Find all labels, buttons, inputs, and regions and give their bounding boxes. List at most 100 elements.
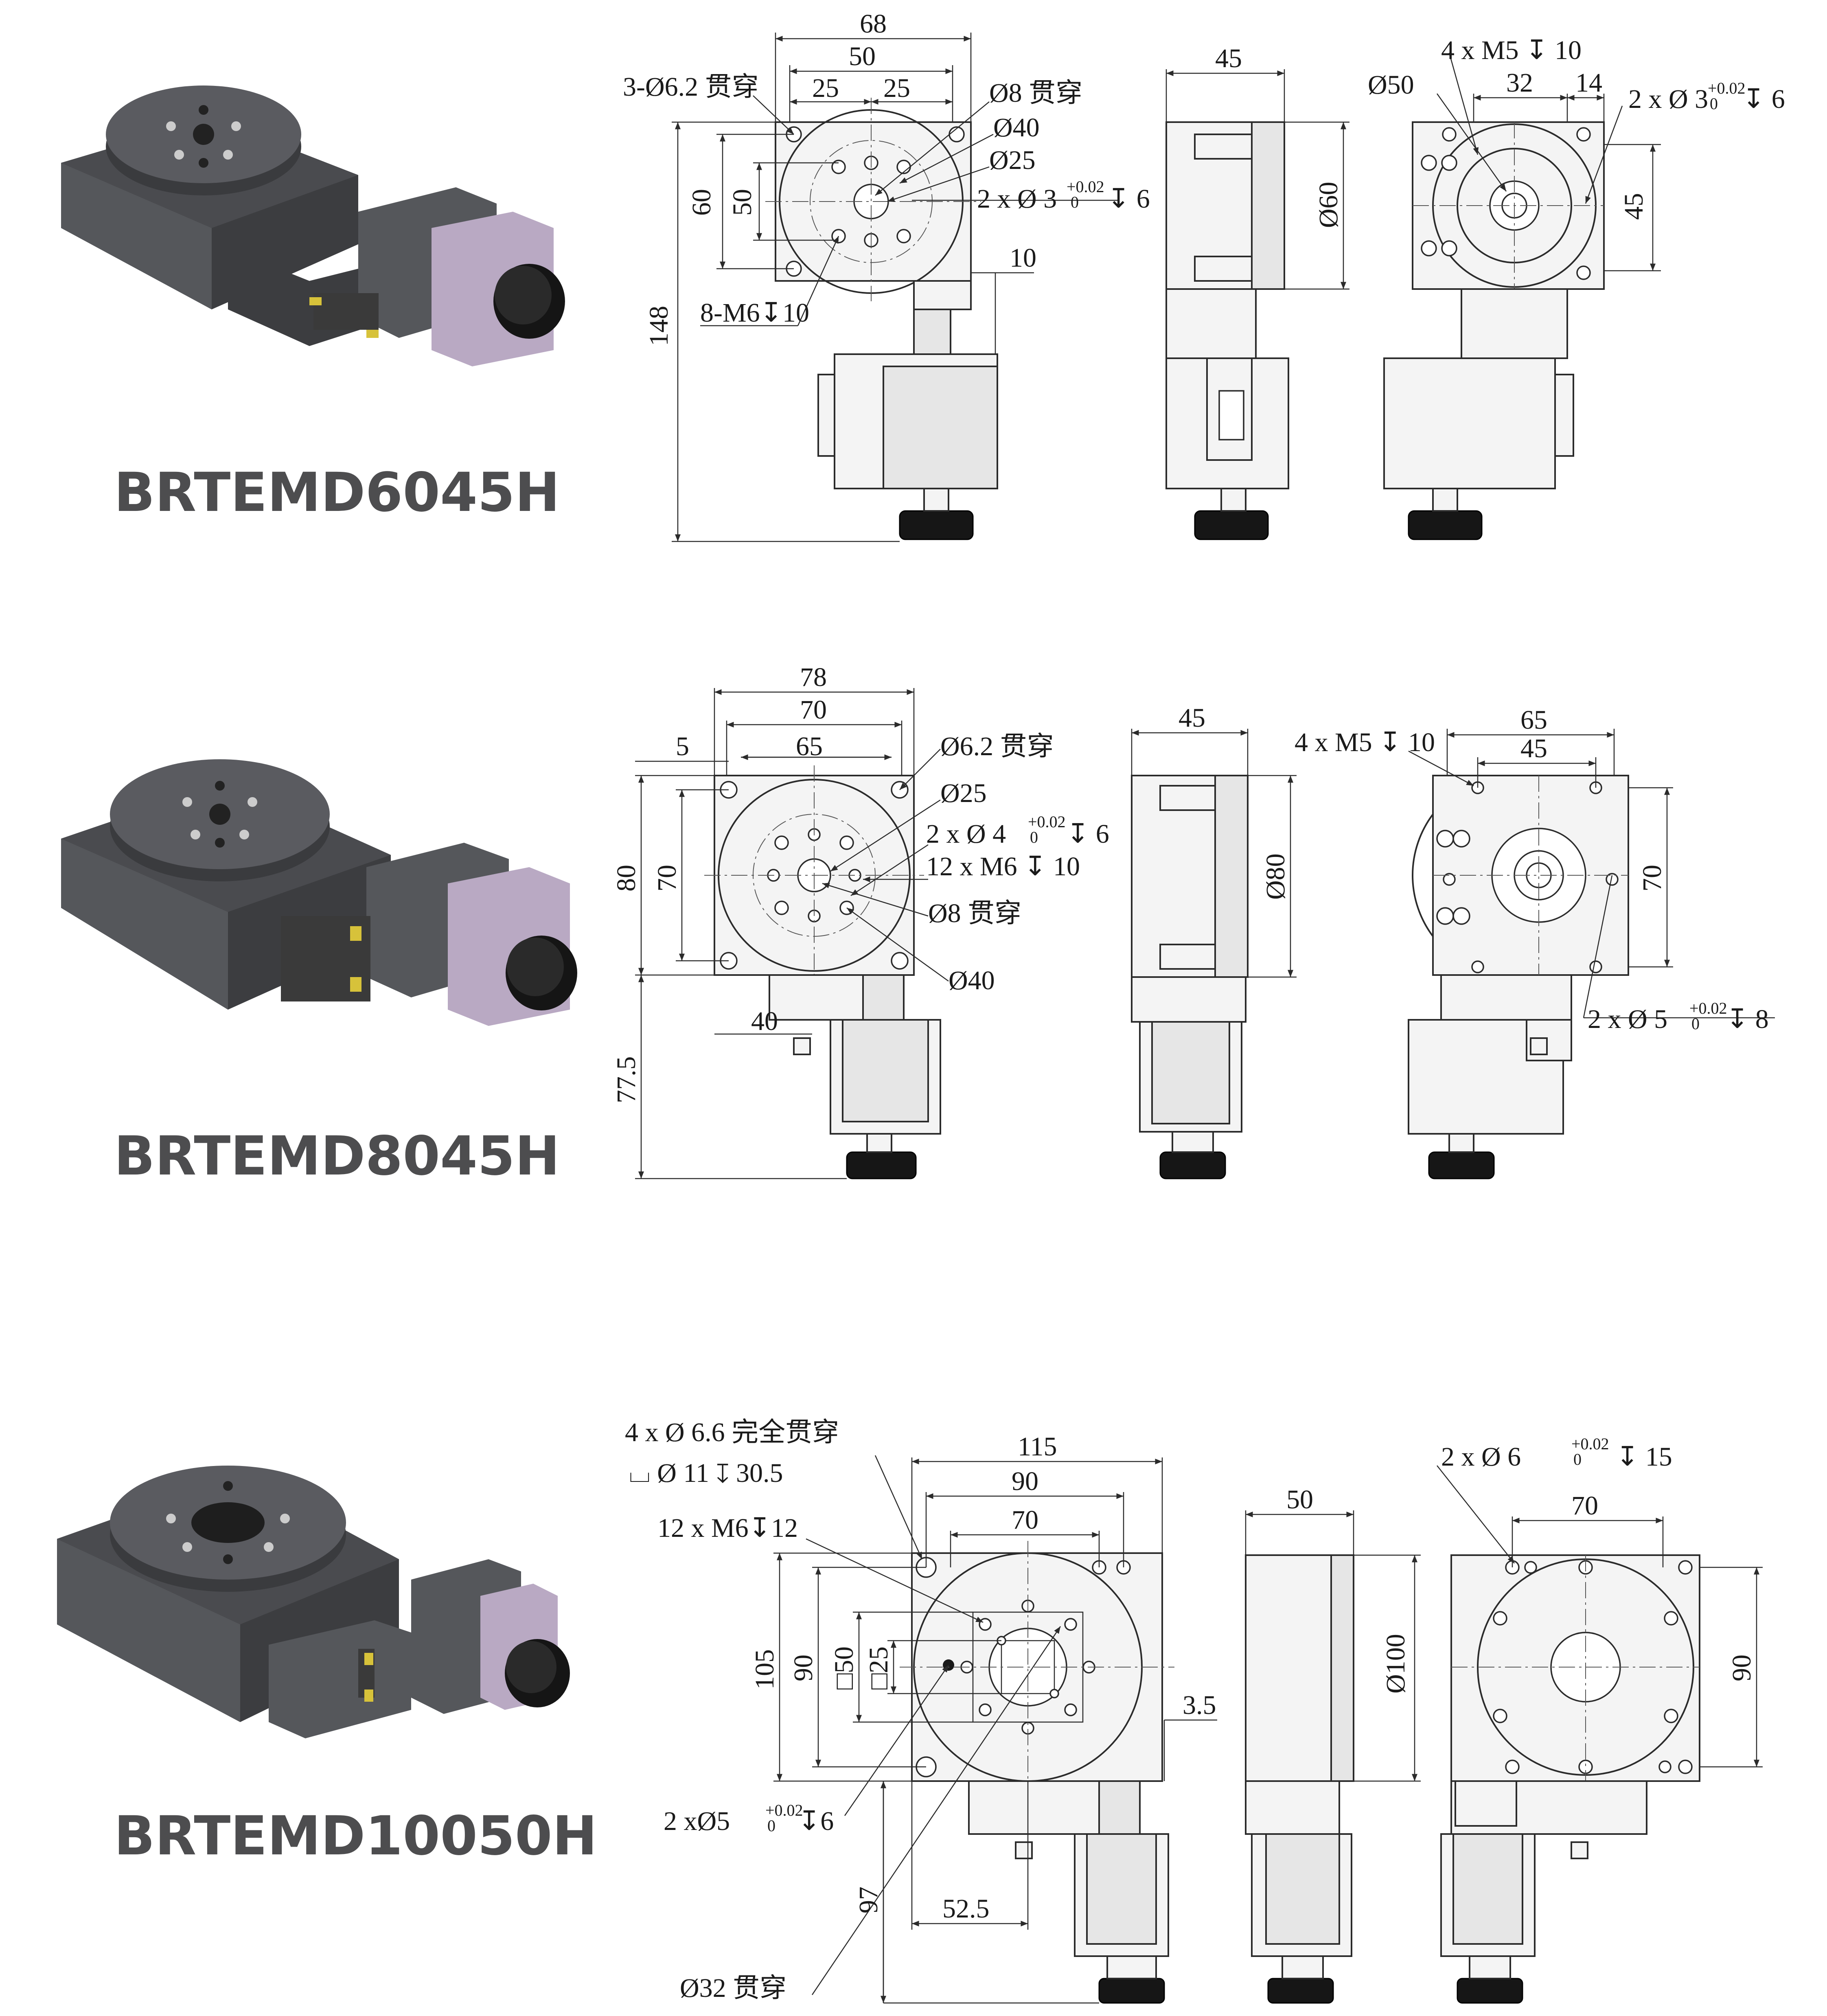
fit-callout-prefix: 2 x Ø 4: [926, 819, 1006, 849]
top-view-3: 115 90 70 105 90 □50 □25 3.5 97 52.5 4 x…: [625, 1418, 1217, 2004]
callout-label: 3-Ø6.2 贯穿: [623, 72, 759, 102]
dim-label: 40: [751, 1006, 778, 1036]
dim-label: 60: [687, 189, 716, 216]
fit-callout-depth: ↧ 15: [1616, 1442, 1672, 1472]
fit-callout-prefix: 2 xØ5: [664, 1806, 730, 1836]
fit-callout-prefix: 2 x Ø 6: [1441, 1442, 1521, 1472]
dim-label: 78: [800, 662, 827, 692]
callout-label: 12 x M6 ↧ 10: [926, 852, 1080, 881]
model-block-3: BRTEMD10050H: [57, 1418, 1763, 2004]
product-render-3: [57, 1466, 570, 1738]
callout-label: Ø40: [993, 113, 1040, 142]
fit-callout-tol-lower: 0: [1710, 94, 1718, 113]
dim-label: 105: [750, 1649, 780, 1689]
dim-label: □25: [864, 1646, 894, 1689]
dim-label: 5: [676, 732, 689, 761]
bottom-view-1: Ø50 32 14 45 4 x M5 ↧ 10 2 x Ø 3 +0.02 0…: [1368, 35, 1785, 540]
dim-label: 90: [789, 1654, 818, 1681]
product-render-1: [61, 85, 565, 366]
fit-callout-depth: ↧ 6: [1107, 184, 1150, 214]
callout-label: Ø40: [949, 966, 995, 995]
fit-callout-tol-lower: 0: [1573, 1450, 1582, 1468]
dim-label: 70: [1012, 1505, 1038, 1535]
dim-label: Ø60: [1314, 182, 1343, 228]
fit-callout-tol-upper: +0.02: [1689, 999, 1727, 1017]
fit-callout-prefix: 2 x Ø 5: [1588, 1004, 1667, 1034]
dim-label: 45: [1215, 44, 1242, 73]
dim-label: 45: [1179, 703, 1205, 733]
fit-callout-depth: ↧6: [798, 1806, 834, 1836]
product-render-2: [61, 759, 577, 1026]
side-view-1: 45 Ø60: [1165, 44, 1349, 540]
fit-callout-tol-upper: +0.02: [765, 1801, 803, 1819]
dim-label: 65: [1520, 705, 1547, 735]
dim-label: 50: [849, 42, 876, 71]
dim-label: 70: [1571, 1491, 1598, 1521]
callout-label: Ø32 贯穿: [680, 1973, 786, 2003]
callout-label: 12 x M6↧12: [657, 1513, 798, 1543]
fit-callout-depth: ↧ 6: [1742, 84, 1785, 114]
callout-label: Ø8 贯穿: [928, 898, 1021, 928]
fit-callout-tol-upper: +0.02: [1571, 1435, 1609, 1453]
fit-callout-tol-lower: 0: [1071, 193, 1079, 211]
bottom-view-2: 65 45 70 4 x M5 ↧ 10 2 x Ø 5 +0.02 0 ↧ 8: [1295, 705, 1775, 1179]
callout-label: 4 x Ø 6.6 完全贯穿: [625, 1418, 839, 1447]
top-view-2: 78 70 5 65 80 70 40 77.5 Ø6.2 贯穿 Ø25 12 …: [611, 662, 1109, 1179]
fit-callout-depth: ↧ 8: [1726, 1004, 1769, 1034]
dim-label: 10: [1010, 243, 1036, 273]
fit-callout-tol-upper: +0.02: [1067, 177, 1104, 196]
dim-label: 32: [1506, 68, 1533, 98]
fit-callout-depth: ↧ 6: [1067, 819, 1109, 849]
side-view-2: 45 Ø80: [1131, 703, 1297, 1179]
model-block-2: BRTEMD8045H: [61, 662, 1775, 1188]
callout-label: 4 x M5 ↧ 10: [1295, 728, 1435, 757]
dim-label: 14: [1575, 68, 1602, 98]
dim-label: 50: [727, 189, 757, 216]
model-name: BRTEMD6045H: [114, 461, 560, 524]
dim-label: 45: [1520, 734, 1547, 763]
callout-label: Ø25: [989, 145, 1036, 175]
dim-label: 90: [1012, 1466, 1038, 1496]
fit-callout-prefix: 2 x Ø 3: [1628, 84, 1708, 114]
dim-label: 50: [1286, 1485, 1313, 1514]
top-view-1: 68 50 25 25 60 50 148 10 3-Ø6.2 贯穿 Ø8 贯穿…: [623, 9, 1150, 542]
dim-label: 97: [854, 1887, 883, 1913]
dim-label: 25: [883, 73, 910, 103]
dim-label: 52.5: [942, 1894, 990, 1924]
dim-label: Ø80: [1261, 853, 1290, 900]
model-block-1: BRTEMD6045H: [61, 9, 1785, 542]
side-view-3: 50 Ø100: [1245, 1485, 1421, 2004]
dim-label: 25: [812, 73, 839, 103]
dim-label: 68: [860, 9, 887, 39]
dim-label: 90: [1727, 1654, 1757, 1681]
dim-label: 77.5: [611, 1056, 641, 1104]
dim-label: 80: [611, 865, 641, 892]
dim-label: 115: [1018, 1432, 1057, 1462]
model-name: BRTEMD8045H: [114, 1125, 560, 1188]
fit-callout-tol-upper: +0.02: [1028, 813, 1066, 831]
callout-label: Ø8 贯穿: [989, 78, 1082, 108]
dim-label: Ø100: [1381, 1634, 1411, 1694]
dim-label: 70: [1637, 865, 1667, 892]
callout-label: ⌴ Ø 11 ↧ 30.5: [629, 1458, 783, 1488]
dim-label: 45: [1619, 193, 1649, 220]
callout-label: 4 x M5 ↧ 10: [1441, 35, 1582, 65]
callout-label: 8-M6↧10: [700, 298, 809, 328]
dim-label: 65: [796, 732, 823, 761]
fit-callout-tol-upper: +0.02: [1708, 79, 1746, 97]
fit-callout-prefix: 2 x Ø 3: [977, 184, 1057, 214]
dim-label: 148: [644, 306, 674, 346]
fit-callout-tol-lower: 0: [1030, 828, 1038, 846]
model-name: BRTEMD10050H: [114, 1805, 597, 1867]
fit-callout-tol-lower: 0: [1691, 1015, 1700, 1033]
bottom-view-3: 70 90 2 x Ø 6 +0.02 0 ↧ 15: [1437, 1435, 1763, 2004]
dim-label: Ø50: [1368, 70, 1414, 100]
dim-label: 70: [800, 695, 827, 725]
fit-callout-tol-lower: 0: [767, 1817, 775, 1835]
callout-label: Ø6.2 贯穿: [940, 732, 1054, 761]
dim-label: 3.5: [1183, 1690, 1216, 1720]
callout-label: Ø25: [940, 778, 987, 808]
dim-label: 70: [652, 865, 682, 892]
dim-label: □50: [829, 1646, 859, 1689]
